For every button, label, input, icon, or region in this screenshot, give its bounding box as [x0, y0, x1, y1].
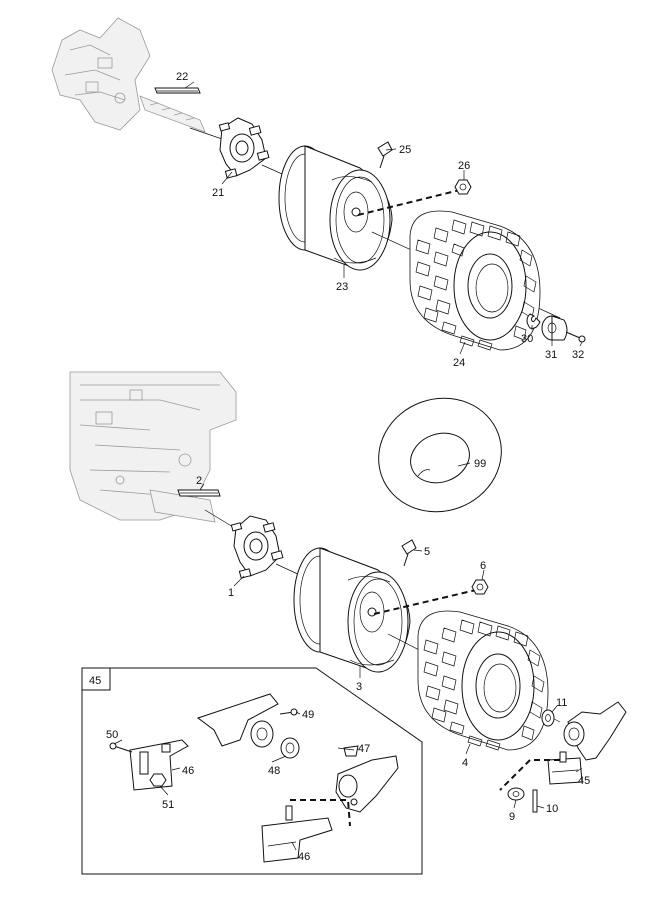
inset-detail-45: 45 [81, 667, 423, 875]
shaft-key-2 [177, 489, 221, 497]
callout-1: 1 [228, 587, 234, 599]
callout-30: 30 [521, 333, 533, 345]
washer-9 [507, 787, 525, 801]
inner-tube-99 [378, 397, 502, 513]
pin-alignment-dash [499, 759, 560, 791]
valve-stem-5 [401, 539, 417, 567]
callout-32: 32 [572, 349, 584, 361]
callout-46-inset-top: 46 [182, 765, 194, 777]
callout-9: 9 [509, 811, 515, 823]
clip-30 [526, 313, 541, 329]
callout-48: 48 [268, 765, 280, 777]
callout-25: 25 [399, 144, 411, 156]
callout-49: 49 [302, 709, 314, 721]
axle-line-top [189, 127, 226, 141]
wheel-hub-1 [230, 515, 284, 579]
tyre-4 [417, 610, 549, 751]
callout-3: 3 [356, 681, 362, 693]
washer-11 [541, 709, 555, 727]
shaft-key-22 [154, 87, 201, 94]
wheel-rim-23 [278, 145, 393, 271]
callout-2: 2 [196, 475, 202, 487]
callout-50: 50 [106, 729, 118, 741]
callout-22: 22 [176, 71, 188, 83]
callout-11: 11 [556, 697, 567, 709]
stud-alignment-dash-bottom [373, 589, 477, 615]
bolt-32 [565, 331, 586, 343]
bracket-assembly-45 [547, 701, 627, 785]
callout-6: 6 [480, 560, 486, 572]
wheel-nut-26 [454, 179, 472, 195]
chassis-ghost-bottom [69, 371, 237, 523]
wheel-hub-21 [218, 117, 270, 179]
tyre-24 [409, 210, 541, 351]
valve-stem-25 [377, 141, 393, 169]
chassis-ghost-top [51, 17, 206, 133]
callout-24: 24 [453, 357, 465, 369]
inset-title: 45 [89, 675, 101, 687]
callout-51: 51 [162, 799, 174, 811]
callout-47: 47 [358, 743, 370, 755]
callout-45: 45 [578, 775, 590, 787]
callout-99: 99 [474, 458, 486, 470]
stud-alignment-dash-top [357, 189, 461, 216]
callout-21: 21 [212, 187, 224, 199]
callout-10: 10 [546, 803, 558, 815]
wheel-rim-3 [293, 547, 411, 673]
callout-4: 4 [462, 757, 468, 769]
callout-23: 23 [336, 281, 348, 293]
callout-5: 5 [424, 546, 430, 558]
callout-26: 26 [458, 160, 470, 172]
hub-cap-31 [541, 315, 568, 341]
callout-31: 31 [545, 349, 557, 361]
pin-10 [532, 789, 538, 813]
callout-46-inset-bottom: 46 [298, 851, 310, 863]
callout-leaders [113, 81, 583, 851]
wheel-nut-6 [471, 579, 489, 595]
